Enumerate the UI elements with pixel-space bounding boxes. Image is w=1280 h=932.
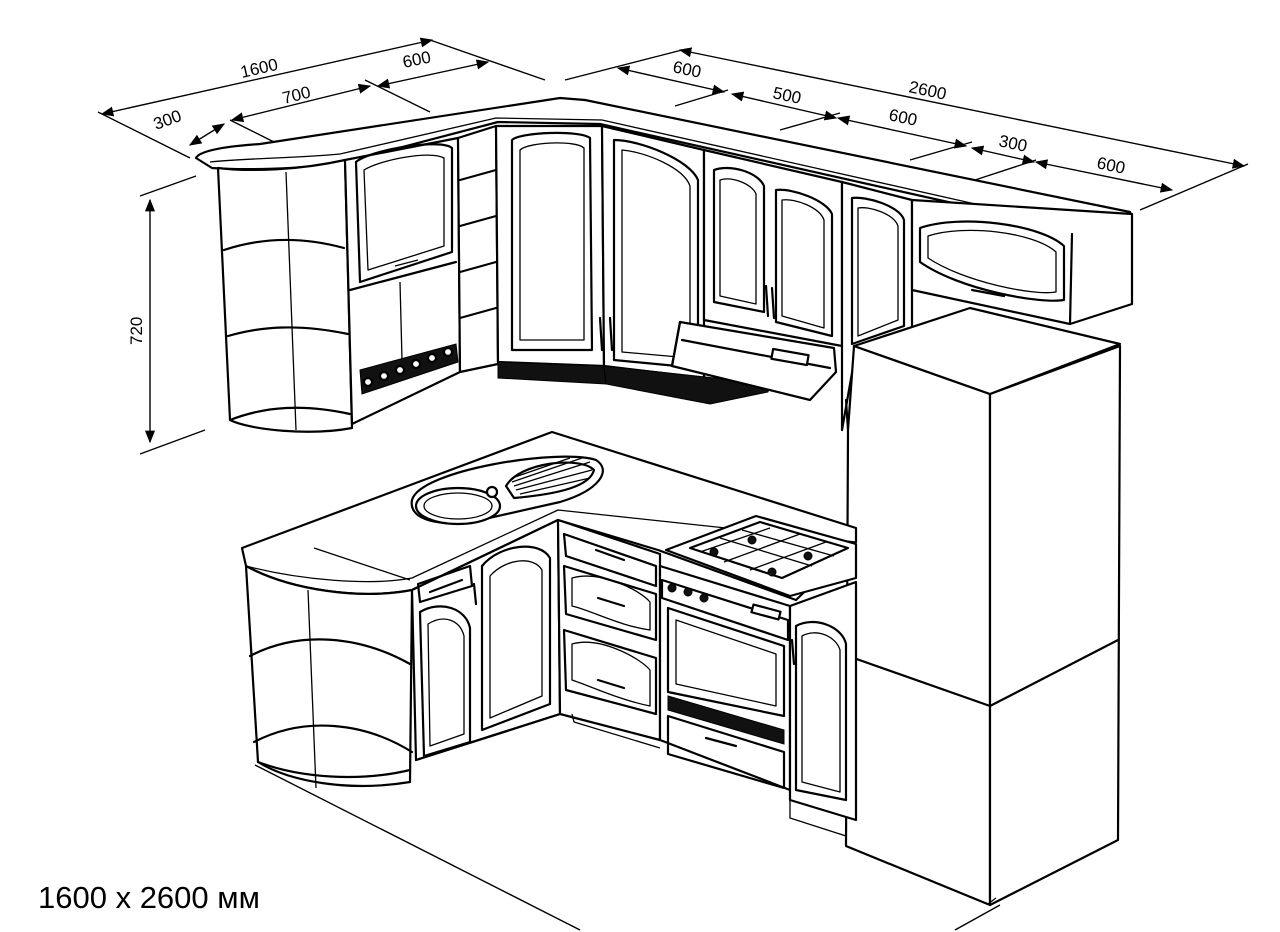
lower-cabinets bbox=[240, 430, 858, 837]
fridge-top bbox=[852, 306, 1122, 396]
dim-right-e: 600 bbox=[1095, 153, 1127, 177]
fridge-body-front bbox=[844, 344, 992, 907]
dim-left-a: 300 bbox=[151, 106, 184, 134]
fridge-body-side bbox=[988, 344, 1122, 907]
gas-hob bbox=[664, 514, 858, 598]
dim-right-c: 600 bbox=[887, 105, 919, 129]
diagram-caption: 1600 x 2600 мм bbox=[38, 880, 260, 915]
sink bbox=[410, 455, 604, 526]
dim-left-total: 1600 bbox=[239, 55, 280, 82]
dim-left-c: 600 bbox=[401, 47, 433, 71]
upper-flap-cabinet bbox=[910, 198, 1134, 326]
dim-height: 720 bbox=[127, 317, 146, 345]
upper-cabinets bbox=[194, 96, 1134, 433]
refrigerator bbox=[844, 306, 1122, 907]
upper-open-shelf-left bbox=[216, 158, 354, 433]
lower-open-shelf-left bbox=[244, 564, 414, 787]
lower-drawer-cabinet bbox=[556, 518, 662, 742]
dim-right-a: 600 bbox=[671, 57, 703, 81]
dim-left-b: 700 bbox=[280, 83, 312, 108]
dim-right-total: 2600 bbox=[907, 77, 948, 103]
bottle-rack bbox=[362, 346, 454, 388]
dim-right-d: 300 bbox=[997, 131, 1029, 155]
upper-narrow-shelf bbox=[456, 124, 500, 374]
dimension-lines bbox=[97, 37, 1249, 931]
